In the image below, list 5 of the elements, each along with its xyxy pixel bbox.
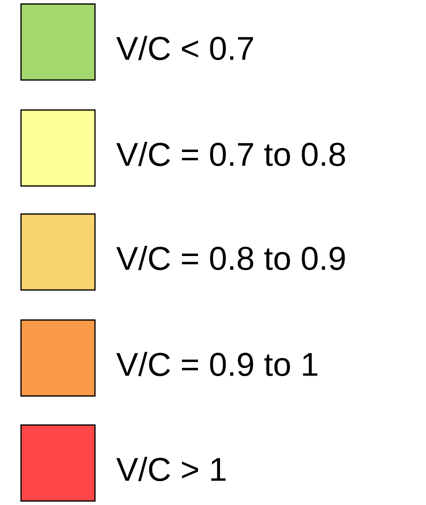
legend-label: V/C = 0.7 to 0.8 (116, 142, 345, 166)
legend-label: V/C = 0.9 to 1 (116, 352, 318, 376)
legend-label: V/C > 1 (116, 456, 226, 482)
legend-label: V/C = 0.8 to 0.9 (116, 246, 345, 270)
legend-label: V/C < 0.7 (116, 36, 253, 60)
